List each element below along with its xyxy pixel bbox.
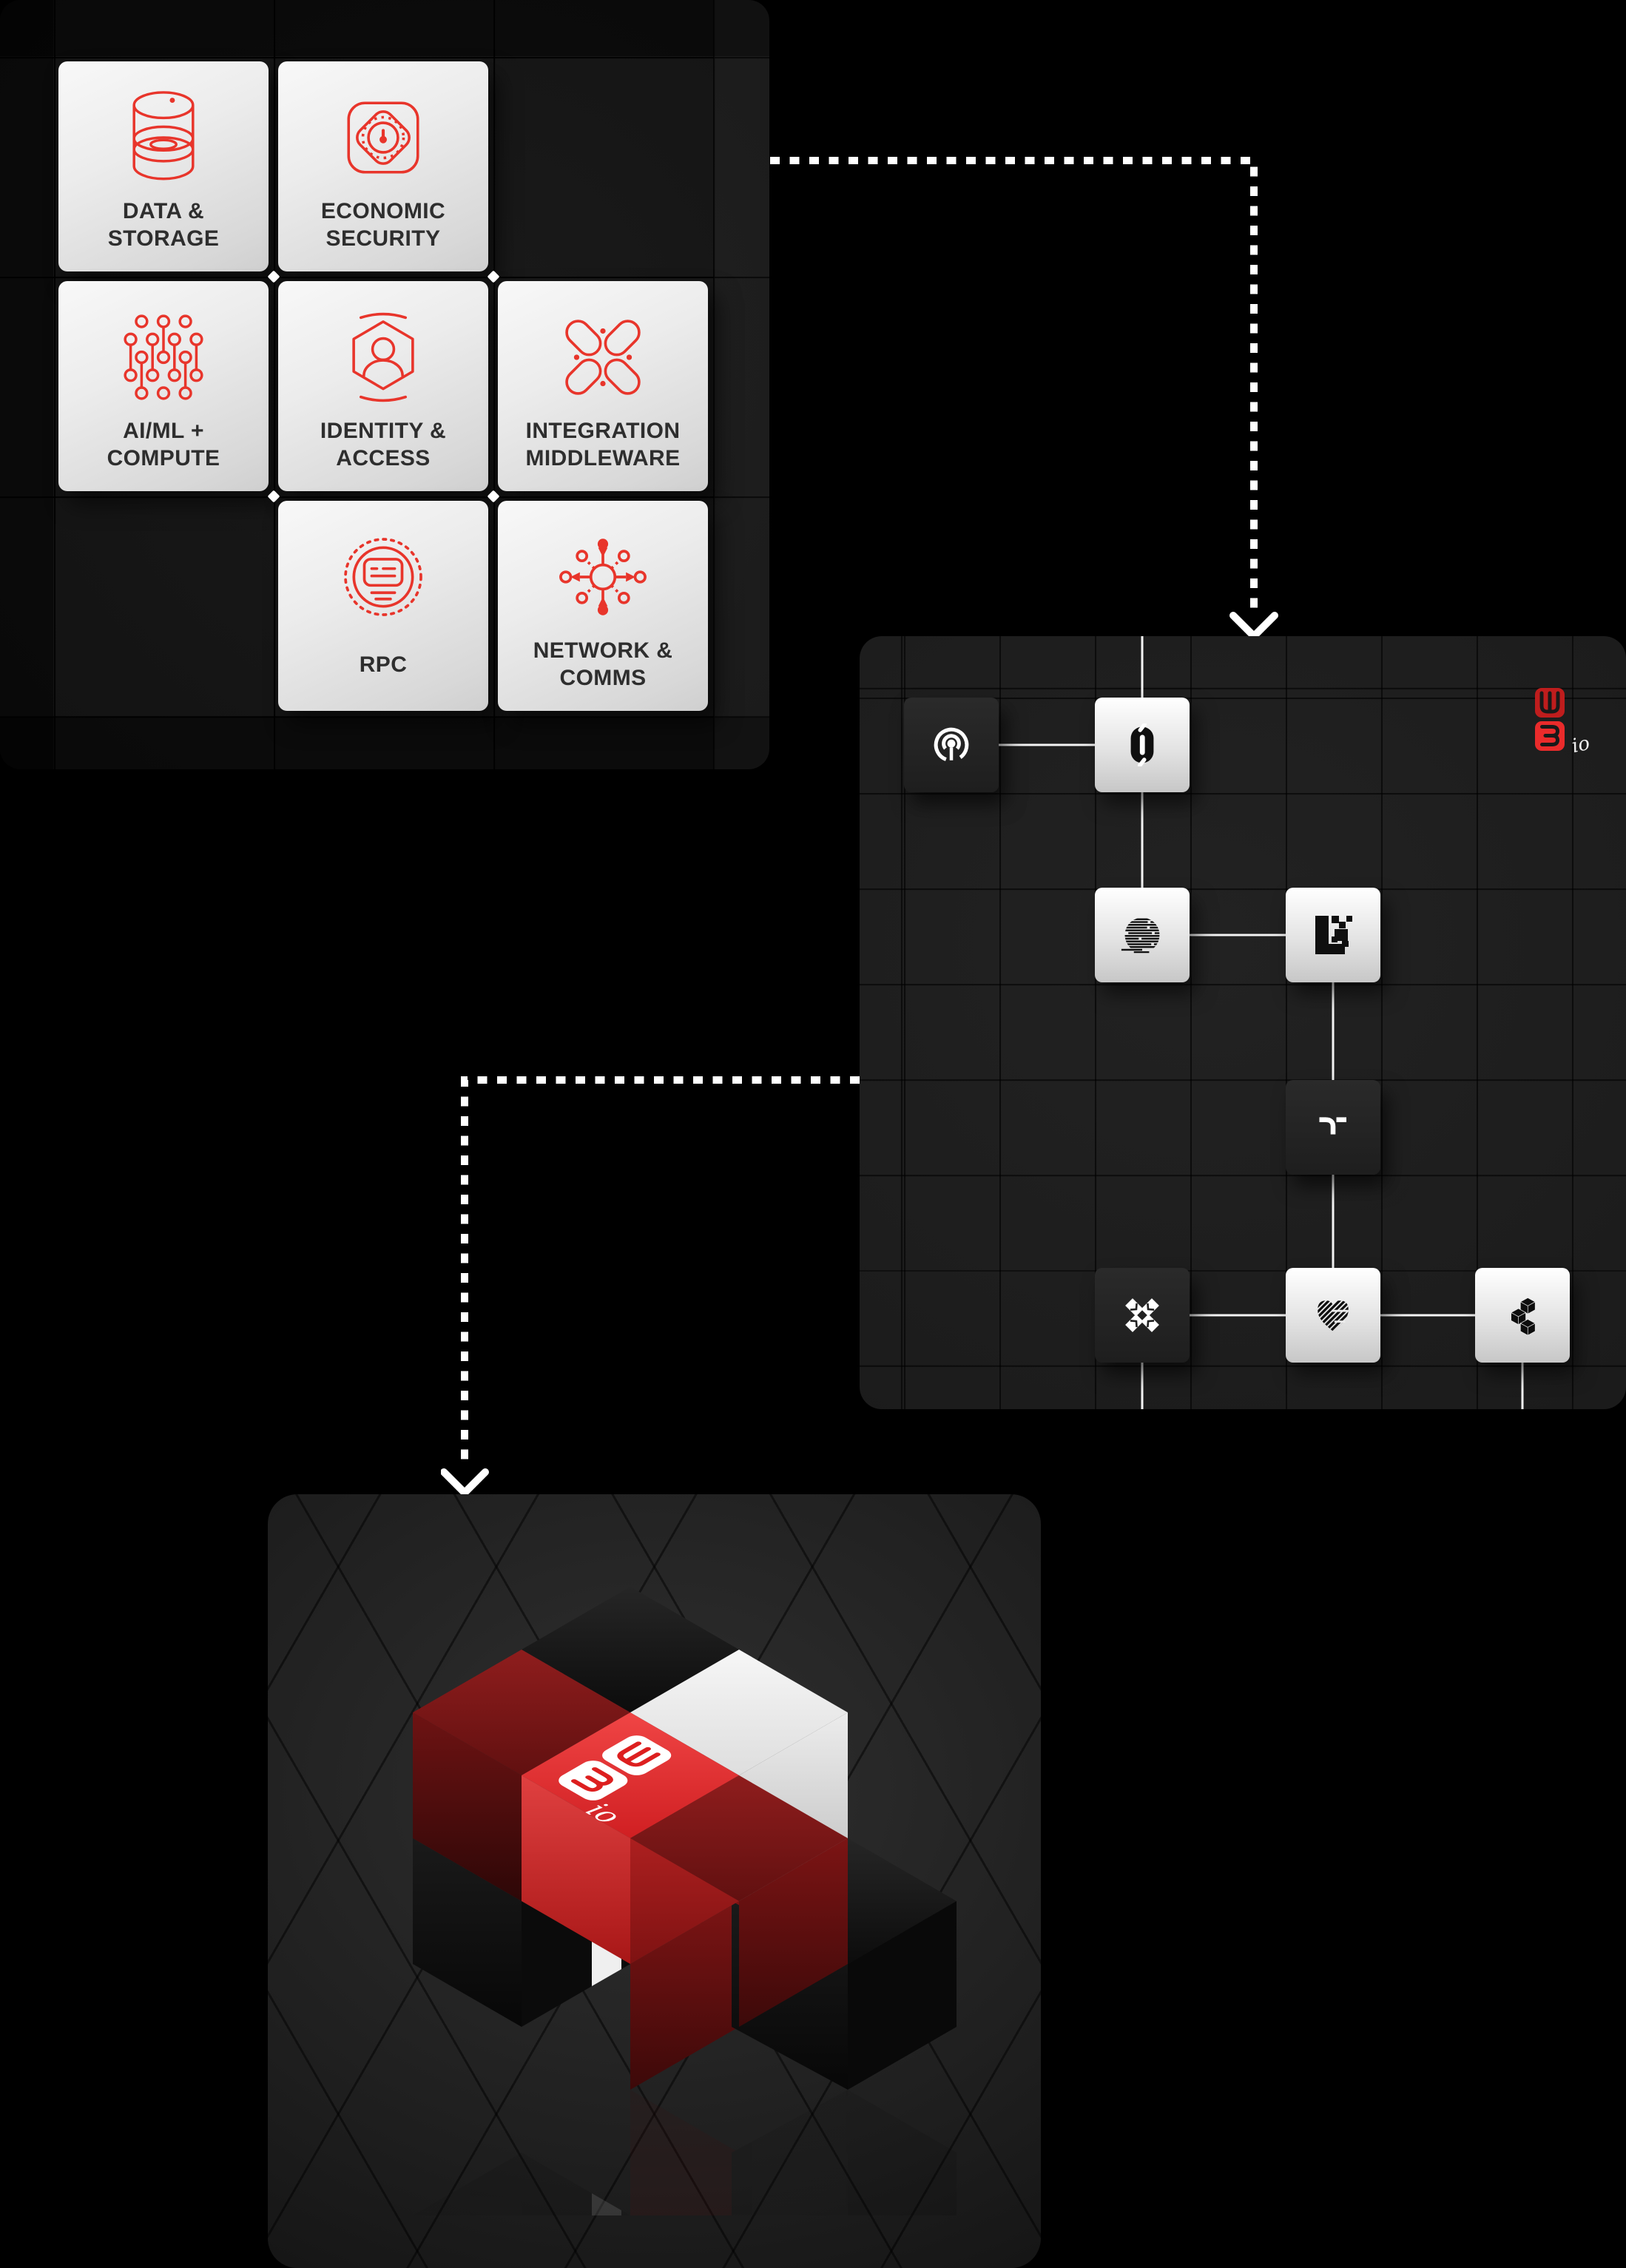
grid-node-marker bbox=[267, 270, 280, 283]
tile-striped-globe[interactable] bbox=[1095, 888, 1190, 982]
pixel-l-logo bbox=[1315, 916, 1352, 954]
modules-grid-panel: DATA & STORAGE ECONOMIC SECURITY bbox=[0, 0, 769, 769]
terminal-circle-icon bbox=[278, 523, 488, 631]
logo-network-panel: io bbox=[860, 636, 1626, 1409]
panel-shade bbox=[0, 0, 53, 769]
striped-heart-logo bbox=[1318, 1300, 1349, 1332]
card-label: IDENTITY & ACCESS bbox=[320, 419, 447, 470]
hexagon-person-icon bbox=[278, 303, 488, 411]
card-label: DATA & STORAGE bbox=[107, 199, 220, 251]
notched-x-logo bbox=[1125, 1298, 1159, 1332]
grid-node-marker bbox=[267, 490, 280, 503]
iso-cubes-logo bbox=[1510, 1297, 1536, 1336]
tile-iso-cubes[interactable] bbox=[1475, 1268, 1570, 1363]
tile-zero-mark[interactable] bbox=[1095, 698, 1190, 792]
panel-shade bbox=[714, 0, 769, 769]
w3-badge-3-square bbox=[1535, 721, 1565, 751]
tile-notched-x[interactable] bbox=[1095, 1268, 1190, 1363]
tile-striped-heart[interactable] bbox=[1286, 1268, 1380, 1363]
card-data-storage[interactable]: DATA & STORAGE bbox=[58, 61, 269, 271]
cube-w3-logo: io bbox=[559, 1735, 672, 1828]
zero-mark-logo bbox=[1130, 723, 1154, 766]
w3-badge-suffix: io bbox=[1570, 732, 1592, 758]
panel-shade bbox=[0, 717, 769, 769]
tile-elbow-t[interactable] bbox=[1286, 1080, 1380, 1175]
elbow-t-logo bbox=[1319, 1117, 1346, 1135]
card-network-comms[interactable]: NETWORK & COMMS bbox=[498, 501, 708, 711]
tile-concentric-target[interactable] bbox=[904, 698, 999, 792]
neural-dots-icon bbox=[58, 303, 269, 411]
panel-shade bbox=[0, 0, 769, 56]
card-label: INTEGRATION MIDDLEWARE bbox=[525, 419, 681, 470]
card-label: NETWORK & COMMS bbox=[533, 638, 673, 690]
database-cylinder-icon bbox=[58, 84, 269, 192]
grid-node-marker bbox=[487, 490, 500, 503]
hub-spokes-icon bbox=[498, 523, 708, 631]
flow-arrow-bottom bbox=[441, 1076, 860, 1496]
three-glyph bbox=[1540, 725, 1559, 746]
card-ai-ml-compute[interactable]: AI/ML + COMPUTE bbox=[58, 281, 269, 491]
card-label: RPC bbox=[359, 652, 408, 677]
striped-globe-logo bbox=[1121, 918, 1160, 954]
card-label: AI/ML + COMPUTE bbox=[107, 419, 220, 470]
w3-badge: io bbox=[1535, 688, 1616, 777]
concentric-target-logo bbox=[934, 727, 969, 763]
cube-illustration-panel: io bbox=[268, 1494, 1041, 2268]
cross-pills-icon bbox=[498, 303, 708, 411]
grid-node-marker bbox=[487, 270, 500, 283]
card-identity-access[interactable]: IDENTITY & ACCESS bbox=[278, 281, 488, 491]
connector-lines bbox=[999, 636, 1524, 1409]
card-label: ECONOMIC SECURITY bbox=[320, 199, 446, 251]
flow-arrow-top bbox=[770, 157, 1278, 640]
w-glyph bbox=[1539, 691, 1560, 714]
w3-cube-illustration: io bbox=[413, 1587, 957, 2215]
tile-pixel-l[interactable] bbox=[1286, 888, 1380, 982]
card-rpc[interactable]: RPC bbox=[278, 501, 488, 711]
diamond-shield-lock-icon bbox=[278, 84, 488, 192]
card-economic-security[interactable]: ECONOMIC SECURITY bbox=[278, 61, 488, 271]
card-integration-middleware[interactable]: INTEGRATION MIDDLEWARE bbox=[498, 281, 708, 491]
w3-badge-w-square bbox=[1535, 688, 1565, 718]
